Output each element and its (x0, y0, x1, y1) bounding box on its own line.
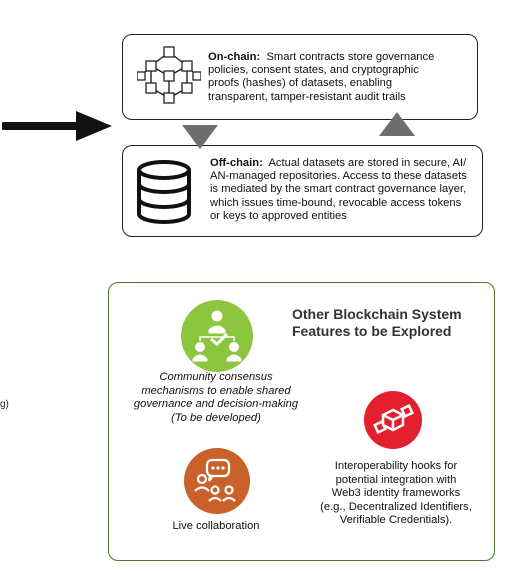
onchain-description: On-chain: Smart contracts store governan… (208, 51, 473, 104)
blockchain-network-icon (137, 46, 201, 104)
consensus-line: governance and decision-making (133, 398, 299, 410)
input-arrow (2, 111, 112, 141)
interop-line: Web3 identity frameworks (331, 487, 461, 499)
database-icon (137, 160, 191, 224)
features-title: Other Blockchain System Features to be E… (292, 306, 492, 340)
edge-text-fragment: g) (0, 399, 9, 410)
offchain-line: Actual datasets are stored in secure, AI… (268, 157, 467, 169)
interop-line: Interoperability hooks for (334, 460, 458, 472)
interop-line: (e.g., Decentralized Identifiers, (320, 500, 472, 513)
interop-line: potential integration with (335, 473, 457, 486)
up-flow-arrow (379, 112, 415, 136)
offchain-line: or keys to approved entities (210, 209, 347, 222)
offchain-line: which issues time-bound, revocable acces… (210, 196, 462, 209)
offchain-line: AN-managed repositories. Access to these… (210, 170, 467, 183)
consensus-caption: Community consensus mechanisms to enable… (116, 371, 316, 425)
onchain-line: Smart contracts store governance (266, 51, 435, 63)
down-flow-arrow (182, 125, 218, 149)
interop-caption: Interoperability hooks for potential int… (306, 460, 486, 528)
features-title-line: Features to be Explored (292, 323, 452, 339)
interop-line: Verifiable Credentials). (339, 514, 453, 526)
features-panel (108, 282, 495, 561)
live-collaboration-caption: Live collaboration (172, 520, 260, 532)
consensus-line: Community consensus (159, 371, 273, 383)
offchain-line: is mediated by the smart contract govern… (210, 183, 467, 196)
linked-blocks-icon (364, 391, 422, 449)
onchain-line: proofs (hashes) of datasets, enabling (208, 77, 393, 90)
consensus-line: (To be developed) (171, 411, 261, 424)
offchain-description: Off-chain: Actual datasets are stored in… (210, 157, 482, 223)
onchain-line: policies, consent states, and cryptograp… (208, 64, 419, 77)
chat-people-icon (184, 448, 250, 514)
hierarchy-icon (181, 300, 253, 372)
onchain-line: transparent, tamper-resistant audit trai… (208, 90, 406, 103)
onchain-heading: On-chain: (208, 51, 261, 63)
onchain-box (122, 34, 478, 120)
features-title-line: Other Blockchain System (292, 306, 462, 322)
offchain-heading: Off-chain: (210, 157, 263, 169)
consensus-line: mechanisms to enable shared (141, 384, 291, 397)
